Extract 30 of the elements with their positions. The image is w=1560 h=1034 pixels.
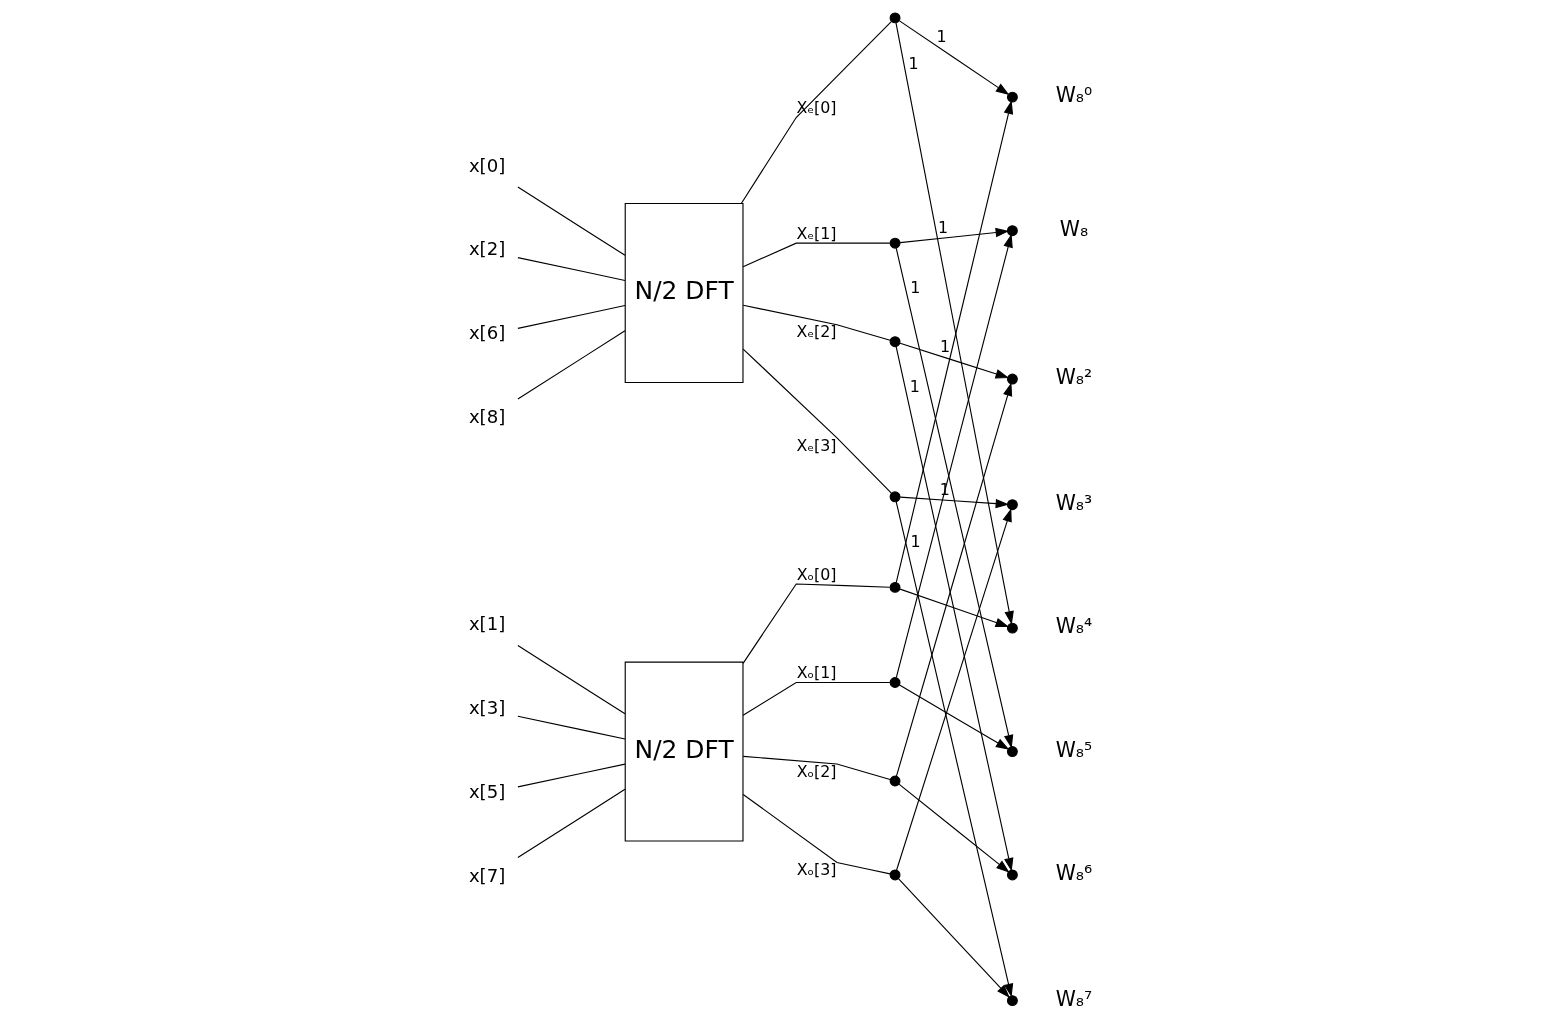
node-label: W₈⁷ bbox=[1055, 986, 1092, 1011]
node-label: W₈⁶ bbox=[1055, 860, 1092, 885]
node-text: x[5] bbox=[468, 780, 505, 802]
edge-label: Xₑ[3] bbox=[796, 435, 837, 455]
node-text: x[3] bbox=[468, 696, 505, 718]
edge-label: 1 bbox=[909, 531, 920, 551]
edge-label: 1 bbox=[909, 377, 920, 397]
node-label: W₈⁰ bbox=[1055, 83, 1092, 108]
node-text: x[6] bbox=[468, 322, 505, 344]
edge-label: Xₒ[3] bbox=[796, 860, 836, 880]
node-label: W₈⁴ bbox=[1055, 614, 1092, 639]
edge-label: 1 bbox=[909, 278, 920, 298]
edge-label: Xₑ[2] bbox=[796, 322, 837, 342]
node-label: W₈² bbox=[1055, 365, 1092, 390]
node-label: W₈³ bbox=[1055, 490, 1092, 515]
edge-label: 1 bbox=[937, 217, 948, 237]
edge-label: 1 bbox=[908, 53, 919, 73]
edge-label: Xₒ[0] bbox=[796, 564, 836, 584]
node-label: W₈ bbox=[1059, 216, 1088, 241]
node-label: W₈⁵ bbox=[1055, 737, 1092, 762]
node-text: x[8] bbox=[468, 405, 505, 427]
node-text: x[7] bbox=[468, 864, 505, 886]
node-text: x[0] bbox=[468, 154, 505, 176]
node-text: x[1] bbox=[468, 613, 505, 635]
edge-label: 1 bbox=[935, 27, 947, 47]
edge-label: Xₒ[2] bbox=[796, 761, 836, 781]
edge-label: Xₑ[1] bbox=[796, 223, 837, 243]
edge-label: 1 bbox=[939, 336, 950, 356]
edge-label: Xₒ[1] bbox=[796, 663, 836, 683]
node-text: x[2] bbox=[468, 238, 505, 260]
